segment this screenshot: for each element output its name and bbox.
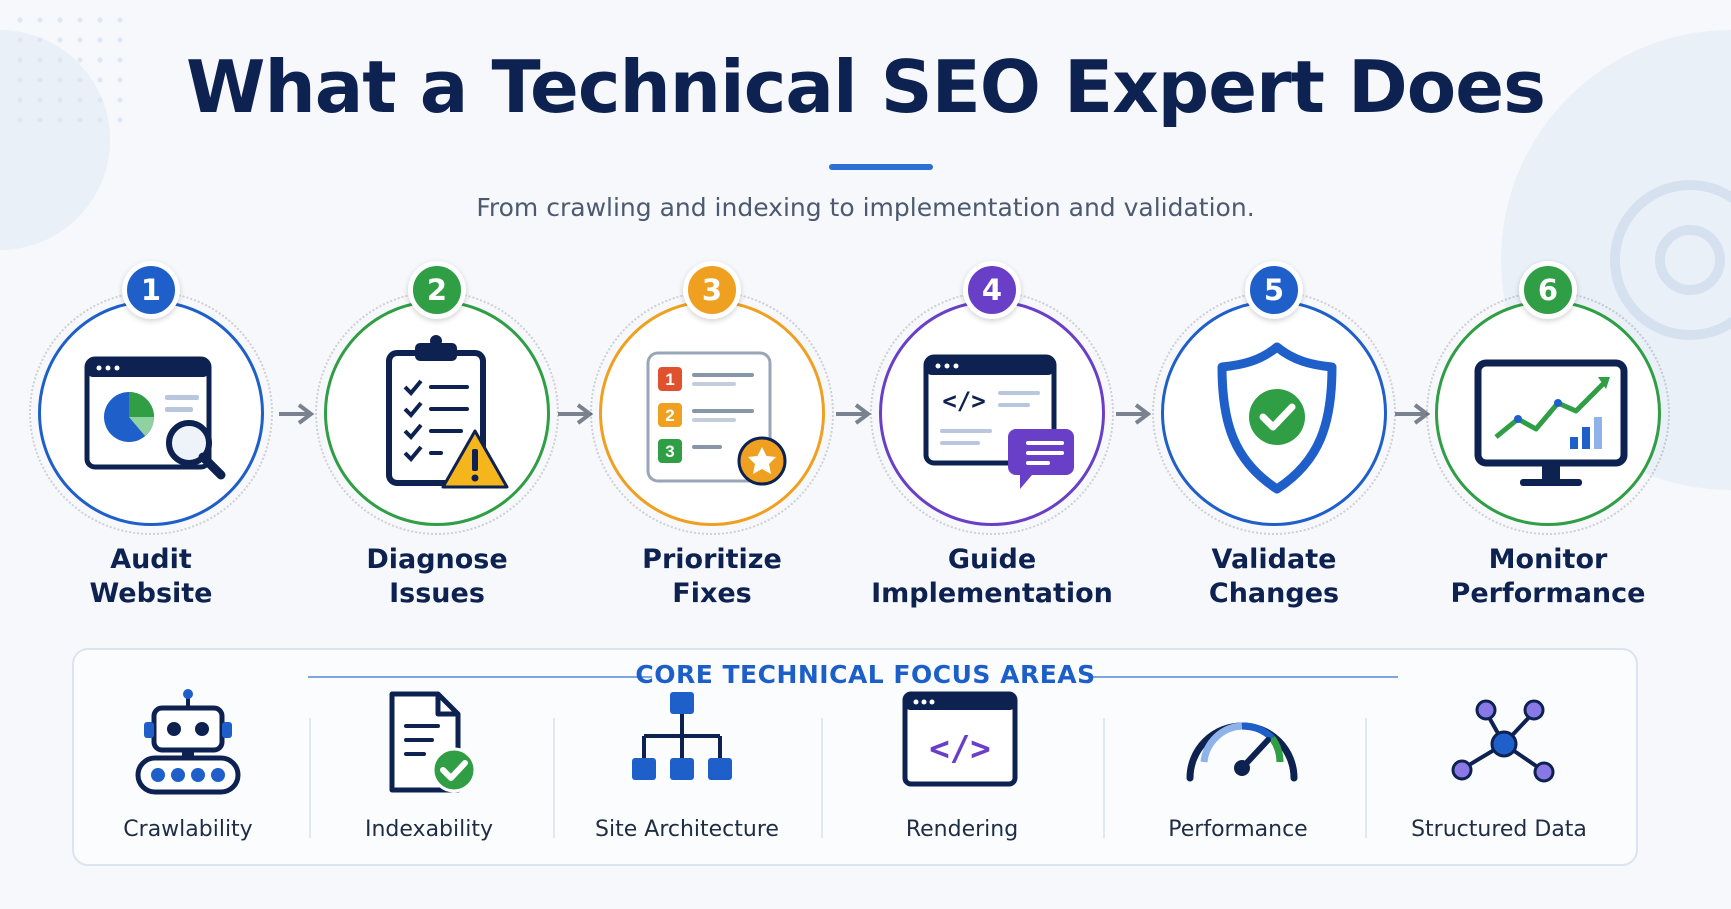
monitor-chart-icon (1474, 359, 1628, 486)
arrow-4-to-5-icon (1116, 403, 1152, 425)
network-nodes-icon (1451, 699, 1555, 783)
step-3-label: Prioritize Fixes (572, 543, 852, 611)
focus-divider-5 (1365, 718, 1367, 838)
step-5-label: Validate Changes (1134, 543, 1414, 611)
focus-label-site-architecture: Site Architecture (595, 817, 779, 842)
step-3-badge: 3 (683, 261, 741, 319)
focus-label-crawlability: Crawlability (123, 817, 253, 842)
step-3-label-line1: Prioritize (642, 544, 782, 575)
step-4-badge: 4 (963, 261, 1021, 319)
step-6-label-line2: Performance (1450, 578, 1646, 609)
audit-website-icon (84, 356, 226, 480)
arrow-1-to-2-icon (279, 403, 315, 425)
focus-heading-rule-right (1088, 676, 1398, 678)
code-window-icon: </> (902, 691, 1018, 787)
step-5-label-line1: Validate (1211, 544, 1337, 575)
focus-label-rendering: Rendering (905, 817, 1019, 842)
focus-divider-3 (821, 718, 823, 838)
step-1-label-line2: Website (89, 578, 213, 609)
svg-text:</>: </> (929, 729, 990, 769)
step-3-circle: 1 2 3 (590, 291, 834, 535)
page-title: What a Technical SEO Expert Does (186, 45, 1546, 129)
shield-check-icon (1217, 342, 1337, 494)
title-underline (829, 164, 933, 170)
svg-text:2: 2 (665, 406, 674, 425)
svg-text:3: 3 (665, 442, 674, 461)
document-check-icon (389, 691, 477, 793)
step-5-circle (1152, 291, 1396, 535)
svg-text:</>: </> (942, 387, 985, 415)
focus-areas-heading: CORE TECHNICAL FOCUS AREAS (635, 660, 1096, 689)
step-3-label-line2: Fixes (672, 578, 752, 609)
sitemap-icon (632, 692, 732, 780)
step-1-circle (29, 291, 273, 535)
step-2-circle (315, 291, 559, 535)
focus-label-performance: Performance (1168, 817, 1308, 842)
step-4-circle: </> (870, 291, 1114, 535)
step-1-label: Audit Website (11, 543, 291, 611)
step-2-label-line2: Issues (389, 578, 485, 609)
focus-divider-2 (553, 718, 555, 838)
svg-text:1: 1 (665, 370, 674, 389)
step-1-badge: 1 (122, 261, 180, 319)
step-2-label-line1: Diagnose (366, 544, 508, 575)
step-6-circle (1426, 291, 1670, 535)
step-4-label: Guide Implementation (852, 543, 1132, 611)
clipboard-warning-icon (386, 335, 509, 489)
crawler-robot-icon (135, 689, 241, 795)
speed-gauge-icon (1186, 722, 1298, 782)
focus-divider-4 (1103, 718, 1105, 838)
step-5-badge: 5 (1245, 261, 1303, 319)
focus-divider-1 (309, 718, 311, 838)
page-subtitle: From crawling and indexing to implementa… (476, 193, 1255, 222)
focus-heading-rule-left (308, 676, 652, 678)
focus-label-indexability: Indexability (365, 817, 493, 842)
priority-list-icon: 1 2 3 (646, 351, 787, 486)
step-2-label: Diagnose Issues (297, 543, 577, 611)
step-6-label: Monitor Performance (1408, 543, 1688, 611)
step-2-badge: 2 (408, 261, 466, 319)
focus-areas-panel (72, 648, 1638, 866)
focus-label-structured-data: Structured Data (1411, 817, 1587, 842)
step-6-badge: 6 (1519, 261, 1577, 319)
step-5-label-line2: Changes (1208, 578, 1340, 609)
step-4-label-line1: Guide (947, 544, 1037, 575)
code-window-chat-icon: </> (923, 354, 1074, 489)
step-1-label-line1: Audit (110, 544, 192, 575)
arrow-3-to-4-icon (836, 403, 872, 425)
step-6-label-line1: Monitor (1488, 544, 1608, 575)
step-4-label-line2: Implementation (871, 578, 1113, 609)
